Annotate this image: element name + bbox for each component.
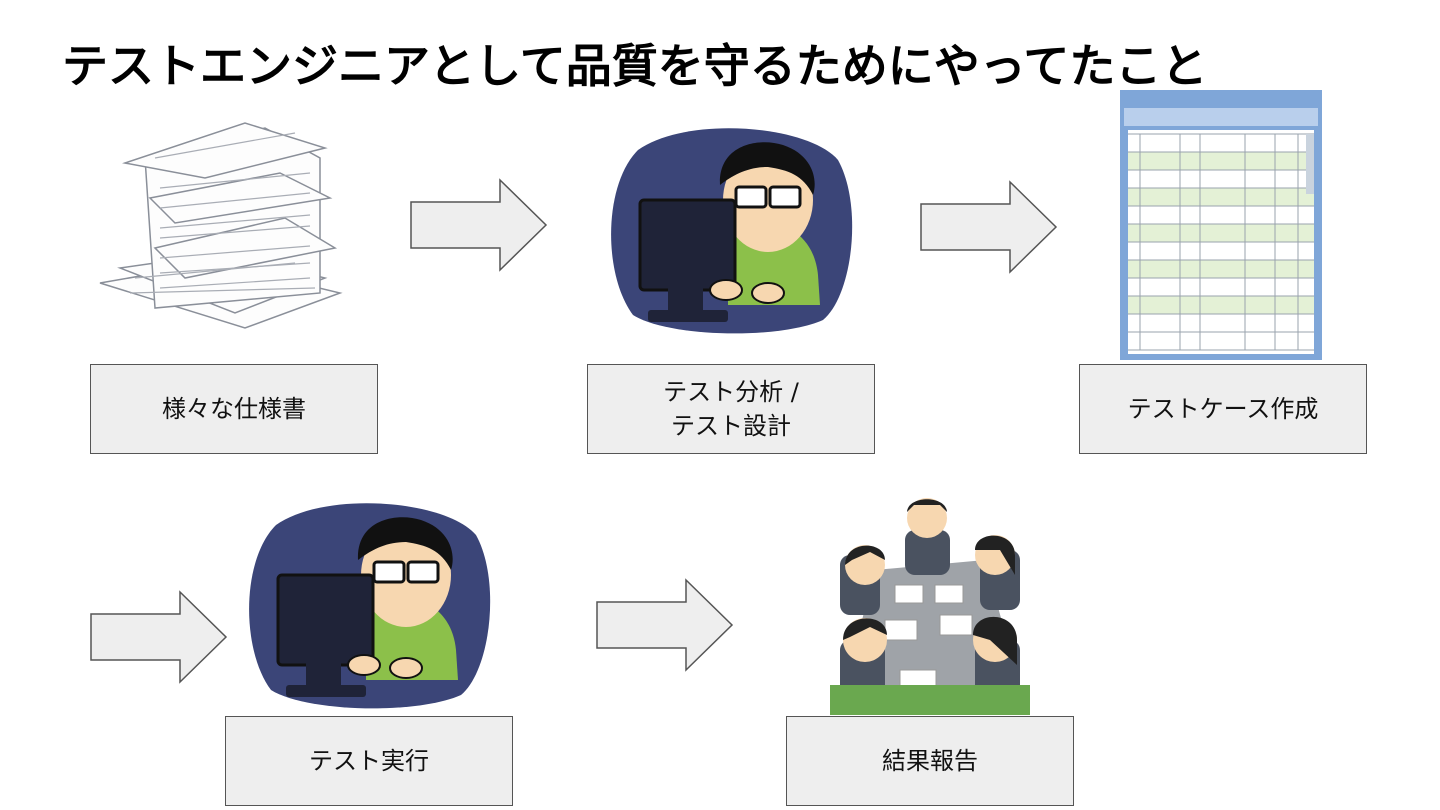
flow-arrow	[596, 578, 734, 672]
engineer-at-computer-icon	[611, 128, 853, 334]
step-label: テスト分析 / テスト設計	[663, 378, 799, 440]
engineer-at-computer-icon	[249, 503, 491, 709]
paper-stack-icon	[99, 122, 343, 329]
spreadsheet-icon	[1120, 90, 1322, 360]
step-box-test-case-creation: テストケース作成	[1079, 364, 1367, 454]
meeting-icon	[830, 498, 1030, 715]
flow-arrow	[410, 178, 548, 272]
step-label: テスト実行	[309, 747, 429, 775]
flow-arrow	[90, 590, 228, 684]
step-label: テストケース作成	[1127, 395, 1319, 423]
step-box-result-report: 結果報告	[786, 716, 1074, 806]
step-label: 結果報告	[882, 747, 978, 775]
flow-arrow	[920, 180, 1058, 274]
step-label: 様々な仕様書	[162, 395, 306, 423]
step-box-test-execution: テスト実行	[225, 716, 513, 806]
step-box-specifications: 様々な仕様書	[90, 364, 378, 454]
slide-title: テストエンジニアとして品質を守るためにやってたこと	[62, 39, 1208, 93]
step-box-test-analysis-design: テスト分析 / テスト設計	[587, 364, 875, 454]
